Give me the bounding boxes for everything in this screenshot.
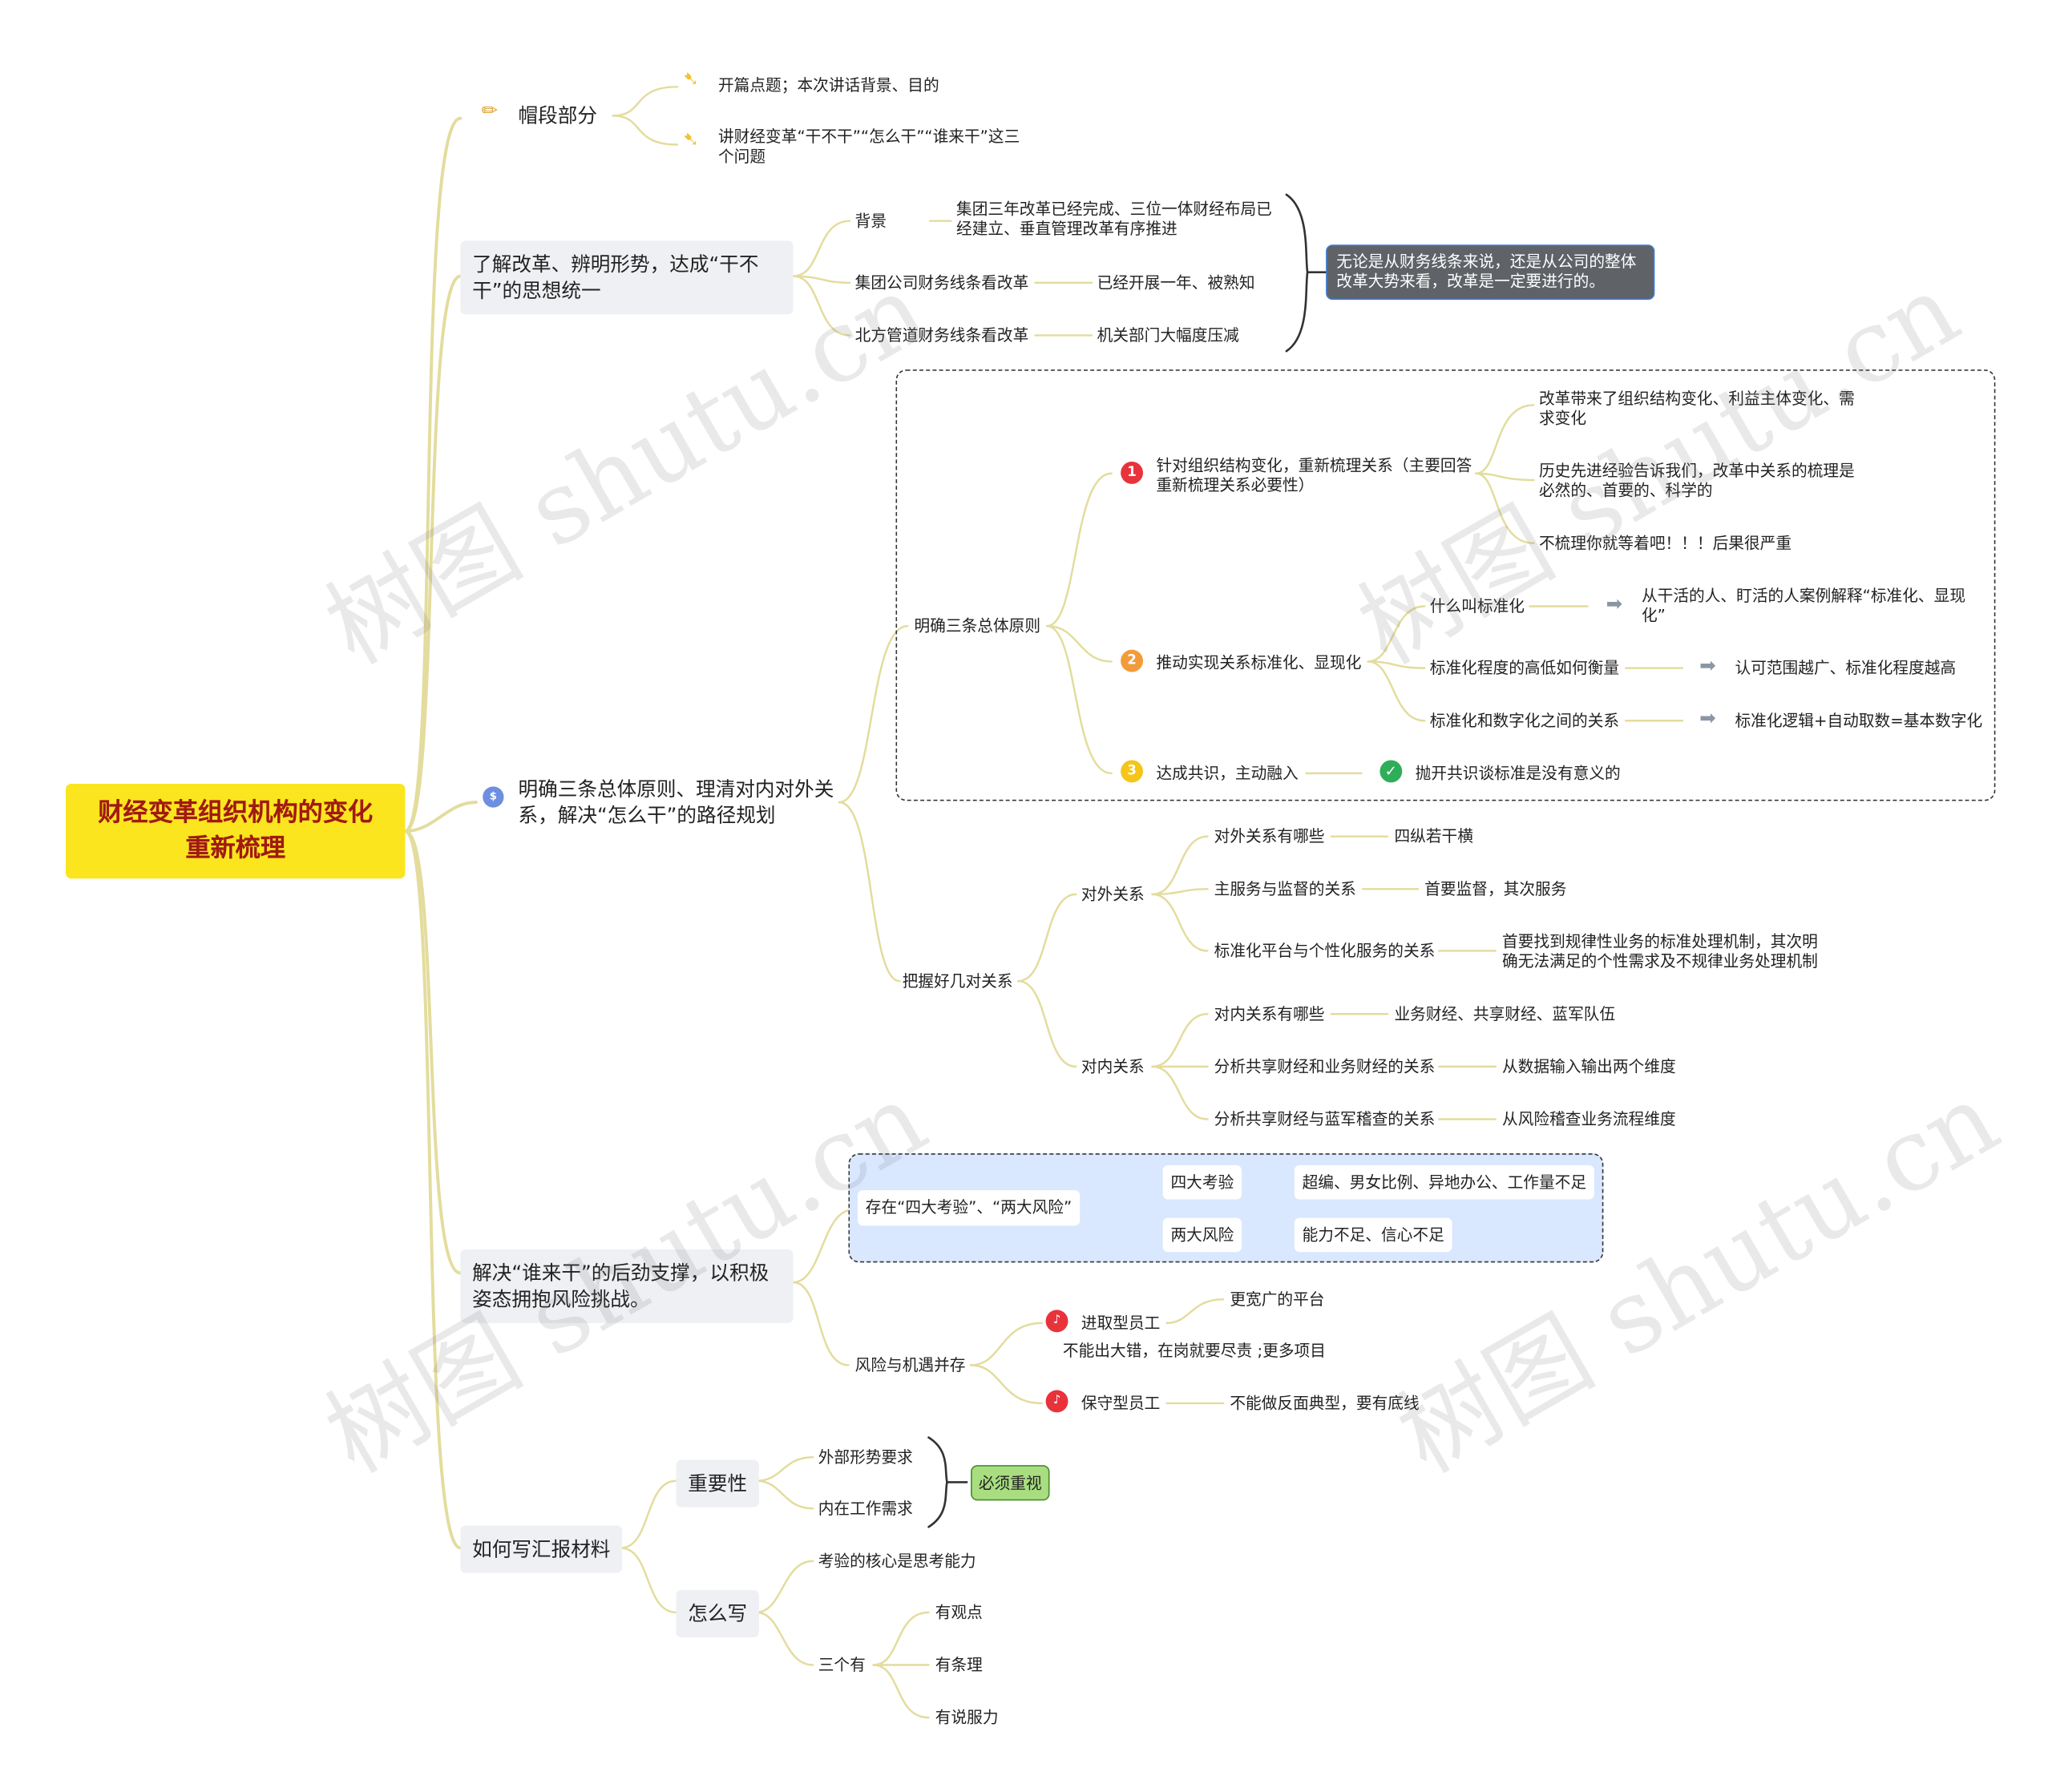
cursor-icon: ➷: [682, 127, 700, 151]
three-haves[interactable]: 三个有: [818, 1656, 866, 1674]
root-title-line2: 重新梳理: [185, 833, 286, 863]
external-relations[interactable]: 对外关系: [1081, 885, 1145, 904]
importance-item-1[interactable]: 外部形势要求: [818, 1447, 913, 1467]
bell-icon: ♪: [1045, 1310, 1068, 1333]
principles-frame: [895, 369, 1996, 801]
opening-item-2[interactable]: 讲财经变革“干不干”“怎么干”“谁来干”这三个问题: [717, 127, 1020, 166]
opening-item-1[interactable]: 开篇点题；本次讲话背景、目的: [717, 76, 939, 95]
principle-1[interactable]: 针对组织结构变化，重新梳理关系（主要回答重新梳理关系必要性）: [1156, 456, 1472, 495]
internal-value-3[interactable]: 从风险稽查业务流程维度: [1502, 1110, 1676, 1128]
standard-value-1[interactable]: 从干活的人、盯活的人案例解释“标准化、显现化”: [1641, 586, 1966, 625]
number-3-icon: 3: [1121, 760, 1144, 783]
challenge-value-1[interactable]: 超编、男女比例、异地办公、工作量不足: [1294, 1164, 1594, 1200]
reform-value-group[interactable]: 已经开展一年、被熟知: [1097, 273, 1255, 293]
external-value-3[interactable]: 首要找到规律性业务的标准处理机制，其次明确无法满足的个性需求及不规律业务处理机制: [1502, 932, 1818, 971]
standard-key-3[interactable]: 标准化和数字化之间的关系: [1429, 711, 1620, 730]
arrow-right-icon: ➡: [1699, 706, 1716, 730]
dollar-icon: $: [483, 786, 504, 808]
principle-1-item-3[interactable]: 不梳理你就等着吧！！！后果很严重: [1538, 534, 1792, 553]
external-value-1[interactable]: 四纵若干横: [1394, 827, 1473, 846]
principle-3-value[interactable]: 抛开共识谈标准是没有意义的: [1415, 764, 1621, 783]
challenge-value-2[interactable]: 能力不足、信心不足: [1294, 1217, 1452, 1253]
proactive-item-1[interactable]: 更宽广的平台: [1230, 1290, 1325, 1309]
reform-value-north[interactable]: 机关部门大幅度压减: [1097, 325, 1239, 345]
external-key-1[interactable]: 对外关系有哪些: [1214, 827, 1325, 846]
bell-icon: ♪: [1045, 1390, 1068, 1413]
standard-value-2[interactable]: 认可范围越广、标准化程度越高: [1735, 659, 1957, 678]
how-core[interactable]: 考验的核心是思考能力: [818, 1552, 976, 1571]
proactive-staff[interactable]: 进取型员工: [1081, 1314, 1161, 1333]
branch-how[interactable]: 明确三条总体原则、理清对内对外关系，解决“怎么干”的路径规划: [518, 777, 834, 828]
standard-value-3[interactable]: 标准化逻辑+自动取数=基本数字化: [1735, 711, 1983, 730]
principle-1-item-2[interactable]: 历史先进经验告诉我们，改革中关系的梳理是必然的、首要的、科学的: [1538, 461, 1855, 500]
proactive-item-2[interactable]: 不能出大错，在岗就要尽责 ;更多项目: [1062, 1341, 1326, 1360]
principle-2[interactable]: 推动实现关系标准化、显现化: [1156, 653, 1362, 672]
three-item-3[interactable]: 有说服力: [935, 1708, 999, 1727]
branch-opening[interactable]: 帽段部分: [518, 103, 598, 128]
must-value-tag[interactable]: 必须重视: [971, 1465, 1050, 1501]
branch-who[interactable]: 解决“谁来干”的后劲支撑，以积极姿态拥抱风险挑战。: [460, 1249, 794, 1323]
internal-key-1[interactable]: 对内关系有哪些: [1214, 1004, 1325, 1023]
number-1-icon: 1: [1121, 461, 1144, 484]
principle-3[interactable]: 达成共识，主动融入: [1156, 764, 1299, 783]
check-icon: ✓: [1379, 760, 1403, 783]
branch-reform[interactable]: 了解改革、辨明形势，达成“干不干”的思想统一: [460, 240, 794, 315]
internal-key-2[interactable]: 分析共享财经和业务财经的关系: [1214, 1057, 1436, 1076]
how-node[interactable]: 怎么写: [676, 1589, 759, 1638]
internal-relations[interactable]: 对内关系: [1081, 1057, 1145, 1076]
pencil-icon: ✏: [481, 99, 499, 123]
internal-value-2[interactable]: 从数据输入输出两个维度: [1502, 1057, 1676, 1076]
external-value-2[interactable]: 首要监督，其次服务: [1424, 879, 1567, 898]
reform-summary[interactable]: 无论是从财务线条来说，还是从公司的整体改革大势来看，改革是一定要进行的。: [1326, 244, 1655, 301]
reform-key-north[interactable]: 北方管道财务线条看改革: [854, 325, 1029, 345]
principle-1-item-1[interactable]: 改革带来了组织结构变化、利益主体变化、需求变化: [1538, 389, 1855, 428]
external-key-3[interactable]: 标准化平台与个性化服务的关系: [1214, 941, 1436, 960]
reform-key-background[interactable]: 背景: [854, 212, 887, 231]
challenge-key-2[interactable]: 两大风险: [1162, 1217, 1242, 1253]
external-key-2[interactable]: 主服务与监督的关系: [1214, 879, 1356, 898]
three-item-2[interactable]: 有条理: [935, 1656, 983, 1674]
reform-key-group[interactable]: 集团公司财务线条看改革: [854, 273, 1029, 293]
relations-node[interactable]: 把握好几对关系: [902, 971, 1013, 991]
challenge-node[interactable]: 存在“四大考验”、“两大风险”: [857, 1190, 1081, 1226]
conservative-value[interactable]: 不能做反面典型，要有底线: [1230, 1394, 1420, 1413]
importance-item-2[interactable]: 内在工作需求: [818, 1499, 913, 1518]
branch-report[interactable]: 如何写汇报材料: [460, 1525, 623, 1573]
three-item-1[interactable]: 有观点: [935, 1603, 983, 1622]
internal-value-1[interactable]: 业务财经、共享财经、蓝军队伍: [1394, 1004, 1616, 1023]
challenge-key-1[interactable]: 四大考验: [1162, 1164, 1242, 1200]
importance-node[interactable]: 重要性: [676, 1459, 759, 1507]
root-title-line1: 财经变革组织机构的变化: [98, 798, 374, 828]
conservative-staff[interactable]: 保守型员工: [1081, 1394, 1161, 1413]
cursor-icon: ➷: [682, 67, 700, 91]
number-2-icon: 2: [1121, 649, 1144, 672]
root-topic[interactable]: 财经变革组织机构的变化 重新梳理: [66, 784, 406, 879]
standard-key-2[interactable]: 标准化程度的高低如何衡量: [1429, 659, 1620, 678]
principles-node[interactable]: 明确三条总体原则: [914, 616, 1041, 636]
arrow-right-icon: ➡: [1606, 591, 1623, 615]
standard-key-1[interactable]: 什么叫标准化: [1429, 597, 1525, 615]
internal-key-3[interactable]: 分析共享财经与蓝军稽查的关系: [1214, 1110, 1436, 1128]
risk-node[interactable]: 风险与机遇并存: [854, 1355, 966, 1374]
reform-value-background[interactable]: 集团三年改革已经完成、三位一体财经布局已经建立、垂直管理改革有序推进: [956, 200, 1272, 239]
arrow-right-icon: ➡: [1699, 653, 1716, 678]
